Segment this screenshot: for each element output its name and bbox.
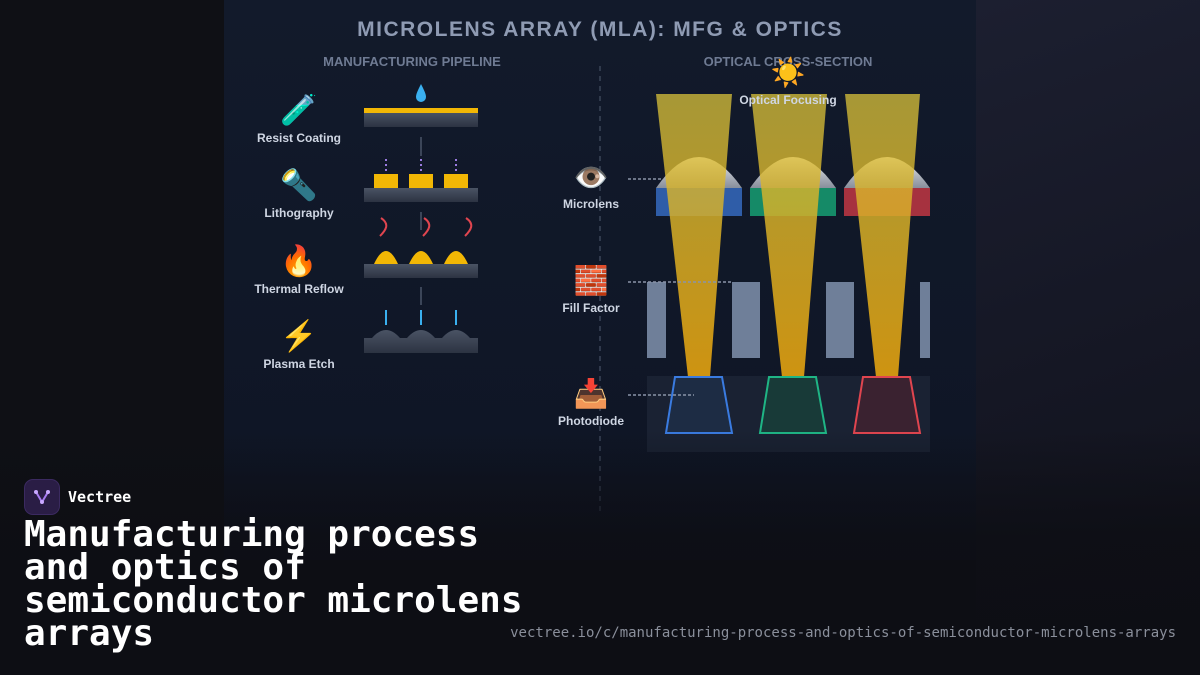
pipeline-heading: MANUFACTURING PIPELINE <box>323 54 501 69</box>
reflowed-lens <box>374 251 398 264</box>
microlens-label: Microlens <box>562 197 619 211</box>
light-cone <box>751 94 827 377</box>
test-tube-icon: 🧪 <box>280 94 318 127</box>
pipeline-step-lithography-graphic <box>364 159 478 202</box>
heat-wave <box>422 217 431 237</box>
light-cone <box>656 94 732 377</box>
brand-block: Vectree <box>24 479 131 515</box>
optical-focusing-label: Optical Focusing <box>739 93 837 107</box>
eye-icon: 👁️ <box>573 162 609 193</box>
pipeline-step-label: Resist Coating <box>256 131 341 145</box>
heat-wave <box>464 217 473 237</box>
pipeline-step-label: Lithography <box>264 206 334 220</box>
reflowed-lens <box>444 251 468 264</box>
resist-droplet <box>416 84 426 102</box>
photodiode-well-green <box>758 376 828 434</box>
resist-pillar <box>374 174 398 189</box>
light-cone <box>845 94 920 377</box>
sun-icon: ☀️ <box>770 57 806 88</box>
pipeline-step-thermal-reflow-graphic <box>364 217 478 278</box>
diagram-title: MICROLENS ARRAY (MLA): MFG & OPTICS <box>357 18 843 41</box>
fire-icon: 🔥 <box>280 245 318 278</box>
pipeline-step-resist-coating-graphic <box>364 84 478 127</box>
pipeline-step-plasma-etch-graphic <box>364 310 478 353</box>
resist-layer <box>364 108 478 113</box>
photodiode-well-red <box>852 376 922 434</box>
pipeline-step-label: Plasma Etch <box>263 357 335 371</box>
substrate <box>364 188 478 202</box>
metal-wiring-block <box>732 282 760 358</box>
metal-wiring-block <box>920 282 930 358</box>
lightning-icon: ⚡ <box>280 320 318 353</box>
brand-name: Vectree <box>68 488 132 506</box>
headline: Manufacturing process and optics of semi… <box>24 514 523 654</box>
reflowed-lens <box>409 251 433 264</box>
substrate <box>364 264 478 278</box>
photodiode-well-blue <box>664 376 734 434</box>
source-url[interactable]: vectree.io/c/manufacturing-process-and-o… <box>510 625 1176 641</box>
metal-wiring-block <box>826 282 854 358</box>
photodiode-label: Photodiode <box>558 414 624 428</box>
inbox-tray-icon: 📥 <box>573 378 609 409</box>
brick-icon: 🧱 <box>573 265 609 296</box>
etched-lens-substrate <box>364 330 478 353</box>
fill-factor-label: Fill Factor <box>562 301 620 315</box>
bottom-fade-overlay <box>0 430 1200 675</box>
heat-wave <box>379 217 388 237</box>
pipeline-step-label: Thermal Reflow <box>254 282 344 296</box>
metal-wiring-block <box>647 282 666 358</box>
vectree-logo-icon <box>24 479 60 515</box>
substrate <box>364 112 478 127</box>
resist-pillar <box>409 174 433 189</box>
optics-heading: OPTICAL CROSS-SECTION <box>703 54 873 69</box>
resist-pillar <box>444 174 468 189</box>
flashlight-icon: 🔦 <box>280 169 318 202</box>
optical-cross-section-graphic <box>628 94 930 452</box>
